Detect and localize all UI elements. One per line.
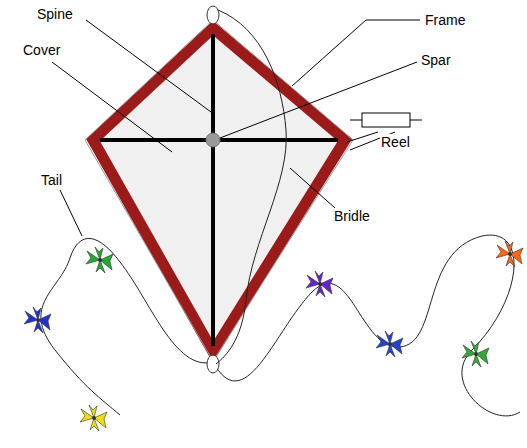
part-label: Frame xyxy=(424,12,466,28)
top-knot xyxy=(207,6,219,24)
tail-bows xyxy=(24,241,523,431)
spar-joint xyxy=(206,133,220,147)
part-label: Spine xyxy=(36,6,74,22)
kite-spine xyxy=(211,34,215,346)
part-label: Cover xyxy=(22,42,61,58)
reel-symbol xyxy=(362,113,410,127)
kite-frame-edge xyxy=(85,20,353,361)
part-label: Bridle xyxy=(333,208,371,224)
part-label: Tail xyxy=(40,172,63,188)
bridle-line xyxy=(216,10,286,364)
part-label: Reel xyxy=(380,134,411,150)
kite-cover xyxy=(93,28,345,352)
leader-lines xyxy=(52,20,420,236)
part-label: Spar xyxy=(420,52,452,68)
bottom-knot xyxy=(207,355,219,373)
